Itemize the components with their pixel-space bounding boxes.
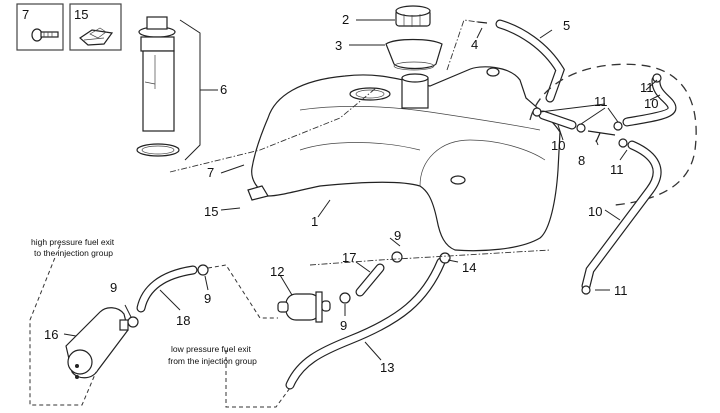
note-low-pressure-2: from the injection group — [168, 356, 257, 366]
callout-5: 5 — [563, 18, 570, 33]
filler-cap — [395, 5, 431, 27]
callout-16: 16 — [44, 327, 58, 342]
callout-8: 8 — [578, 153, 585, 168]
hose-17 — [355, 263, 385, 297]
low-pressure-path — [225, 350, 291, 408]
callout-13: 13 — [380, 360, 394, 375]
vent-hoses — [532, 73, 677, 295]
note-high-pressure-2: to the injection group — [34, 248, 113, 258]
callout-9-pump: 9 — [110, 280, 117, 295]
fuel-tank — [247, 66, 561, 252]
callout-7: 7 — [207, 165, 214, 180]
leader-lines — [63, 19, 661, 361]
filter-axis — [309, 249, 551, 266]
callout-11-lower: 11 — [614, 283, 628, 298]
hose-18 — [136, 265, 198, 313]
inset-box-15-label: 15 — [74, 7, 88, 22]
return-hose — [285, 257, 446, 390]
clamp-9c — [339, 292, 351, 304]
screw-icon — [31, 28, 59, 42]
inset-box-7-label: 7 — [22, 7, 29, 22]
callout-11-bottom: 11 — [610, 162, 624, 177]
inset-box-clip-nut: 15 — [69, 3, 122, 51]
callout-12: 12 — [270, 264, 284, 279]
clip-nut-icon — [79, 27, 114, 46]
clamp-9b — [197, 264, 209, 276]
callout-2: 2 — [342, 12, 349, 27]
callout-17: 17 — [342, 250, 356, 265]
vent-group-outline — [529, 63, 697, 206]
fuel-filter — [277, 291, 331, 323]
callout-10-lower: 10 — [588, 204, 602, 219]
fitting-axis — [446, 19, 479, 71]
fuel-sender-unit — [136, 16, 218, 161]
callout-10-left: 10 — [551, 138, 565, 153]
note-low-pressure-1: low pressure fuel exit — [171, 344, 251, 354]
filler-funnel — [385, 38, 443, 71]
callout-3: 3 — [335, 38, 342, 53]
callout-9-hose: 9 — [204, 291, 211, 306]
note-high-pressure-1: high pressure fuel exit — [31, 237, 115, 247]
callout-1: 1 — [311, 214, 318, 229]
callout-10-right: 10 — [644, 96, 658, 111]
callout-6: 6 — [220, 82, 227, 97]
high-pressure-path — [29, 244, 97, 406]
callout-4: 4 — [471, 37, 478, 52]
clamp-9a — [127, 316, 139, 328]
breather-hose — [495, 19, 565, 103]
fitting-4 — [477, 21, 488, 24]
t-fitting — [587, 130, 616, 143]
callout-11-top: 11 — [594, 94, 608, 109]
callout-9-upper: 9 — [394, 228, 401, 243]
callout-15: 15 — [204, 204, 218, 219]
callout-11-right: 11 — [640, 80, 654, 95]
callout-14: 14 — [462, 260, 476, 275]
filter-path — [207, 264, 278, 319]
clamp-14 — [439, 252, 451, 264]
clamp-9d — [391, 251, 403, 263]
callout-9-filter: 9 — [340, 318, 347, 333]
inset-box-screw: 7 — [16, 3, 64, 51]
callout-18: 18 — [176, 313, 190, 328]
fuel-pump — [65, 307, 129, 379]
mount-axis — [169, 87, 377, 173]
